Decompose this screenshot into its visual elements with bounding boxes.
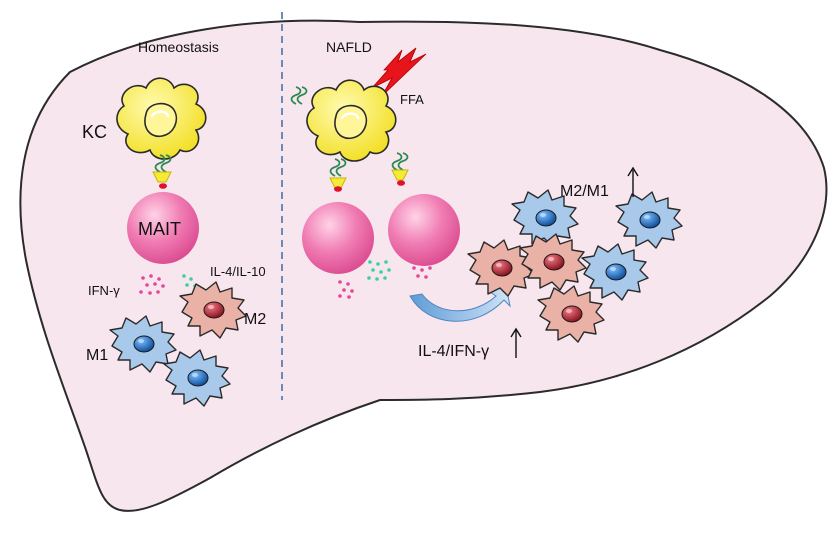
homeostasis-title: Homeostasis: [138, 39, 219, 55]
m1-label: M1: [86, 347, 108, 364]
ifn-dots-right-1: [338, 280, 354, 299]
mait-cell-left: [127, 192, 199, 264]
receptor-right-2: [391, 152, 409, 186]
mait-label: MAIT: [138, 219, 181, 239]
il4-il10-label: IL-4/IL-10: [210, 264, 266, 279]
ffa-label: FFA: [400, 92, 424, 107]
ifn-dots-left: [139, 274, 165, 295]
receptor-left: [152, 154, 172, 189]
lightning-bolt: [371, 47, 427, 97]
m2-label: M2: [244, 311, 266, 328]
kupffer-cell-right: [305, 78, 398, 163]
mait-cell-right-2: [388, 194, 460, 266]
il4-ifn-up-arrow: [510, 327, 522, 358]
il4-ifn-label: IL-4/IFN-γ: [418, 343, 489, 360]
ifn-dots-right-2: [412, 266, 432, 279]
kupffer-cell-left: [115, 76, 208, 161]
nafld-title: NAFLD: [326, 39, 372, 55]
ifn-label: IFN-γ: [88, 283, 120, 298]
mait-cell-right-1: [302, 202, 374, 274]
il4-dots-right: [367, 260, 391, 281]
kc-label: KC: [82, 122, 107, 142]
receptor-right-1: [329, 158, 347, 192]
ratio-up-arrow: [627, 166, 639, 197]
m2-m1-ratio-label: M2/M1: [560, 183, 609, 200]
